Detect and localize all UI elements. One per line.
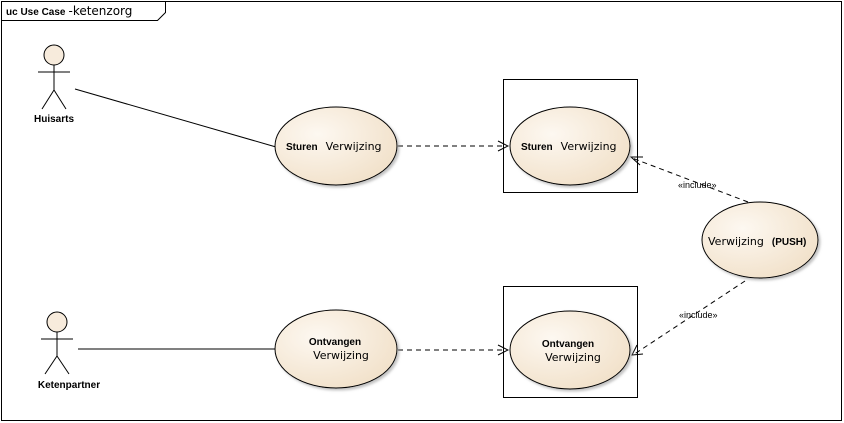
association-huisarts [74,88,277,148]
use-case-ontvangen-verwijzing[interactable] [274,309,398,389]
actor-head-icon [43,44,65,66]
arrowhead-sturen [497,140,510,152]
use-case-ontvangen-verwijzing-system[interactable] [509,310,631,390]
actor-label-huisarts: Huisarts [34,114,74,125]
include-label-top: «include» [678,180,717,190]
use-case-sturen-verwijzing[interactable] [274,106,398,186]
arrowhead-include-ontvangen [631,344,644,356]
actor-ketenpartner[interactable] [41,311,73,375]
use-case-label-ontvangen-2-bold: Ontvangen [542,339,594,350]
use-case-label-push: Verwijzing(PUSH) [708,235,806,248]
frame-title-tab [1,1,166,21]
actor-head-icon [46,311,68,333]
use-case-sturen-verwijzing-system[interactable] [509,106,631,186]
use-case-verwijzing-push[interactable] [701,201,819,279]
include-ontvangen [632,280,746,356]
actor-left-leg [41,89,55,110]
use-case-label-ontvangen-2-text: Verwijzing [545,351,601,364]
use-case-label-ontvangen-1-text: Verwijzing [313,349,369,362]
actor-right-leg [53,89,67,110]
actor-right-leg [56,355,70,375]
actor-left-leg [44,355,58,375]
include-label-bottom: «include» [679,310,718,320]
frame-kind-label: uc Use Case-ketenzorg [6,4,132,18]
arrowhead-ontvangen [497,344,510,356]
include-sturen [631,157,749,203]
actor-huisarts[interactable] [38,44,70,110]
arrowhead-include-sturen [629,156,643,166]
actor-label-ketenpartner: Ketenpartner [38,380,100,391]
use-case-label-ontvangen-1-bold: Ontvangen [309,337,361,348]
